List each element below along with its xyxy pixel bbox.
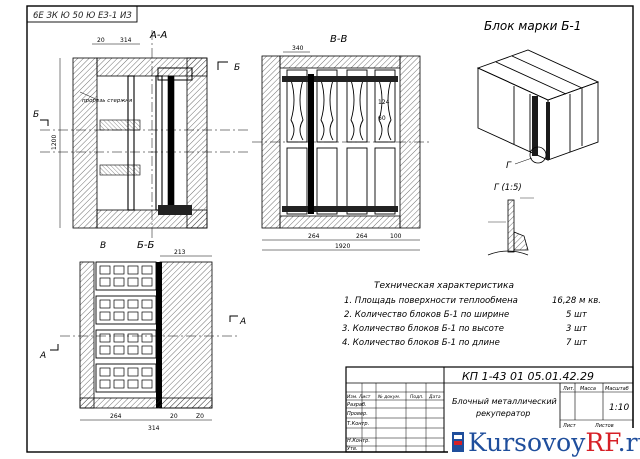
- tech-row-1: 1. Площадь поверхности теплообмена: [344, 296, 518, 306]
- leader-note: прорезь стержня: [82, 98, 133, 104]
- watermark-part-3: .ru: [617, 428, 640, 457]
- dim-aa-2: 314: [120, 37, 132, 44]
- product-name-1: Блочный металлический: [452, 397, 557, 406]
- corner-stamp-text: 6Е ЗК Ю 50 Ю ЕЗ-1 ИЗ: [33, 11, 132, 21]
- watermark[interactable]: KursovoyRF.ru: [468, 428, 640, 458]
- watermark-part-1: Kursovoy: [468, 428, 586, 457]
- tech-title: Техническая характеристика: [374, 281, 514, 291]
- dim-bb-l-1: 213: [174, 249, 186, 256]
- tech-row-3: 3. Количество блоков Б-1 по высоте: [342, 324, 504, 334]
- tb-mass: Масса: [580, 386, 596, 392]
- section-aa: А-А 1200 20 314 Б Б прорезь стержня: [33, 30, 250, 238]
- dim-bb-r-3: 60: [378, 115, 386, 122]
- tb-role-4: Н.Контр.: [347, 438, 370, 444]
- dim-bb-r-7: 1920: [335, 243, 350, 250]
- watermark-part-2: RF: [585, 428, 618, 457]
- detail-g: Г (1:5): [487, 183, 534, 256]
- tb-col-1: Подп.: [410, 394, 424, 400]
- tb-col-0: № докум.: [377, 394, 400, 400]
- dim-bb-l-5: Z0: [196, 413, 204, 420]
- dim-bb-l-4: 20: [170, 413, 178, 420]
- corner-stamp: [26, 5, 138, 23]
- section-bb-left: Б-Б В А А 213 314 264: [39, 240, 246, 432]
- block-title: Блок марки Б-1: [484, 19, 581, 33]
- dim-aa-1: 20: [97, 37, 105, 44]
- tb-scale-v: 1:10: [609, 403, 629, 413]
- tech-row-2-value: 5 шт: [566, 310, 588, 320]
- tb-role-1: Разраб.: [347, 402, 367, 408]
- tech-specs: Техническая характеристика 1. Площадь по…: [342, 281, 601, 348]
- cut-mark-a-right: А: [239, 317, 246, 327]
- title-block: КП 1-43 01 05.01.42.29 Изм. Лист № докум…: [345, 366, 634, 453]
- tech-row-2: 2. Количество блоков Б-1 по ширине: [344, 310, 509, 320]
- dim-bb-r-4: 264: [308, 233, 320, 240]
- stamp-code: КП 1-43 01 05.01.42.29: [462, 370, 594, 383]
- tb-col-2: Дата: [428, 394, 441, 400]
- dim-bb-r-2: 124: [378, 99, 390, 106]
- cut-mark-a-left: А: [39, 351, 46, 361]
- dim-bb-r-1: 340: [292, 45, 304, 52]
- dim-bb-r-5: 264: [356, 233, 368, 240]
- dim-bb-l-2: 314: [148, 425, 160, 432]
- tb-role-5: Утв.: [347, 446, 358, 452]
- detail-circle: [529, 146, 547, 164]
- dim-bb-r-6: 100: [390, 233, 402, 240]
- tb-lit: Лит.: [562, 386, 575, 392]
- section-bb-left-label: Б-Б: [137, 240, 154, 251]
- dim-aa-height: 1200: [51, 135, 58, 150]
- product-name-2: рекуператор: [475, 409, 530, 418]
- watermark-background: [448, 428, 640, 459]
- section-bb-right-label: В-В: [330, 34, 347, 45]
- section-bb-right: В-В 340 124 60 264 264: [252, 34, 432, 251]
- detail-label: Г (1:5): [494, 183, 522, 193]
- block-isometric: Блок марки Б-1 Г: [476, 19, 600, 171]
- cut-mark-v: В: [100, 241, 106, 251]
- tb-role-0: Изм. Лист: [347, 394, 371, 400]
- watermark-logo-icon: [452, 432, 464, 452]
- tb-scale-h: Масштаб: [605, 386, 629, 392]
- tb-role-3: Т.Контр.: [347, 421, 369, 427]
- cut-mark-b-left: Б: [33, 110, 39, 120]
- tech-row-4-value: 7 шт: [566, 338, 588, 348]
- tech-row-3-value: 3 шт: [566, 324, 588, 334]
- tech-row-1-value: 16,28 м кв.: [552, 296, 601, 306]
- tb-role-2: Провер.: [347, 411, 368, 417]
- dim-bb-l-3: 264: [110, 413, 122, 420]
- section-aa-label: А-А: [149, 30, 167, 41]
- tb-sheet: Лист: [562, 423, 577, 429]
- tb-sheets: Листов: [594, 423, 614, 429]
- tech-row-4: 4. Количество блоков Б-1 по длине: [342, 338, 500, 348]
- sheet-frame: [26, 5, 634, 453]
- view-marker-g: Г: [506, 161, 512, 171]
- cut-mark-b-right: Б: [234, 63, 240, 73]
